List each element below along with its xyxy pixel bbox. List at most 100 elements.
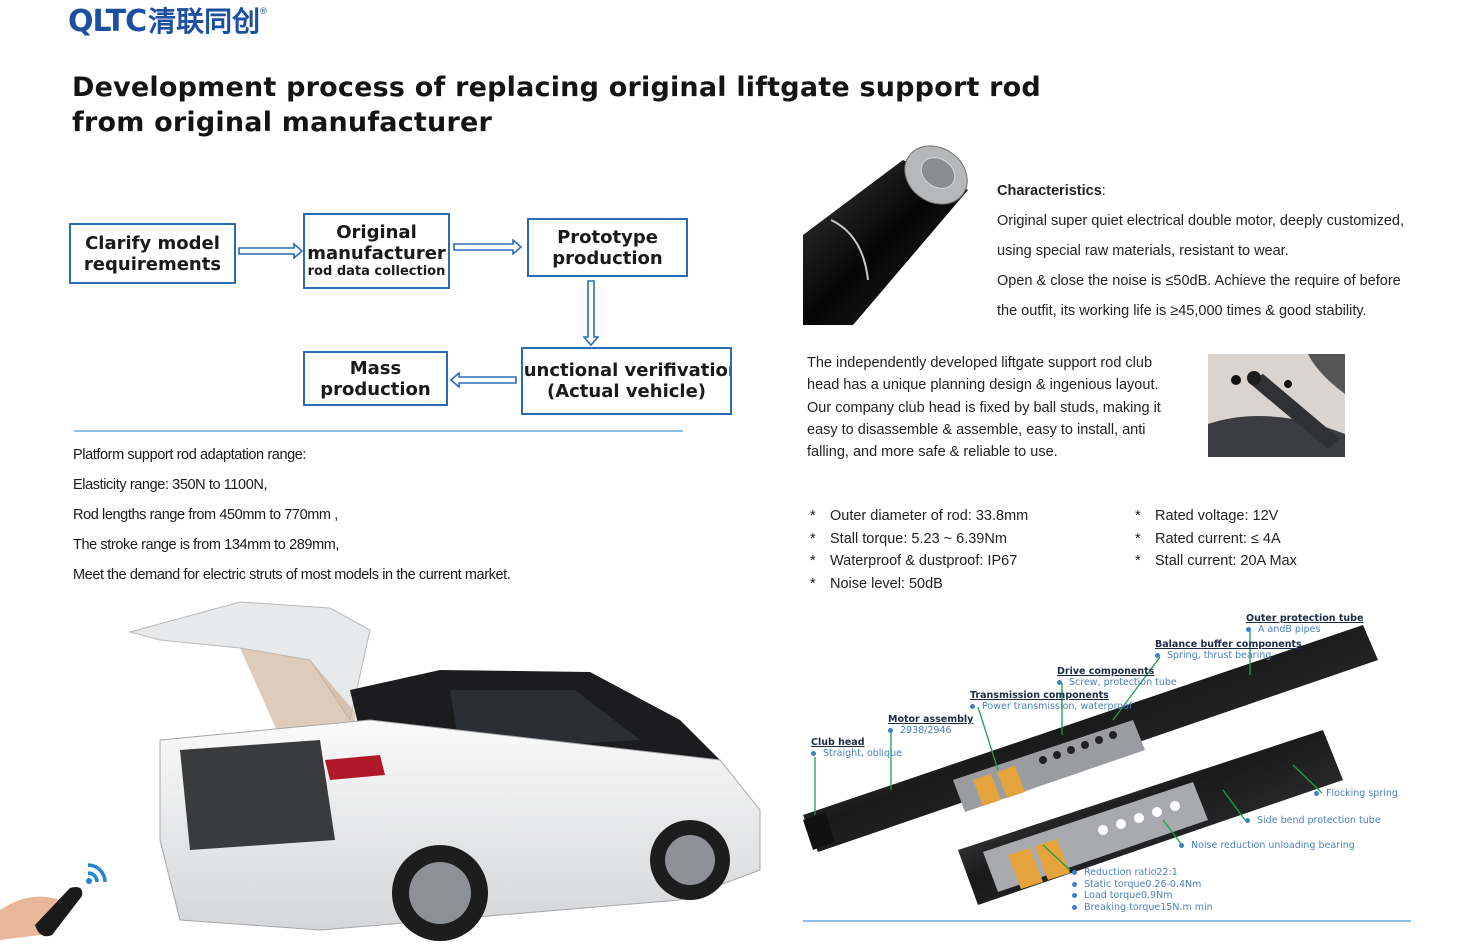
callout-detail: Straight, oblique [823,748,902,759]
gear-spec: Static torque0.26-0.4Nm [1084,878,1202,890]
divider [74,430,683,432]
spec-item: Noise level: 50dB [830,575,943,592]
step-title: Functional verifivation [521,360,732,381]
spec-item: Rated voltage: 12V [1155,508,1279,524]
hand-remote-key-image [0,887,83,940]
characteristics-line: the outfit, its working life is ≥45,000 … [997,303,1367,319]
gear-spec: Load torque0.9Nm [1084,890,1173,901]
colon: : [1101,183,1106,199]
characteristics-section: Characteristics: Original super quiet el… [997,182,1404,332]
callout-heading: Balance buffer components [1155,639,1302,650]
bullet-dot-icon [1072,881,1077,887]
step-title: Clarify model [85,232,220,254]
spec-item: Stall current: 20A Max [1155,553,1297,569]
label-side-bend-tube: Side bend protection tube [1245,815,1381,827]
club-head-installed-image [1208,354,1345,457]
callout-drive-components: Drive components Screw, protection tube [1057,666,1177,689]
spec-item: Outer diameter of rod: 33.8mm [830,508,1029,524]
bullet-dot-icon [811,751,816,756]
gear-spec: Breaking torque15N.m min [1084,901,1213,913]
flow-step-mass-production: Mass production [303,351,448,406]
callout-detail: Screw, protection tube [1069,677,1177,688]
gear-specs-list: Reduction ratio22:1 Static torque0.26-0.… [1072,867,1213,913]
specs-right: * Rated voltage: 12V * Rated current: ≤ 4A… [1135,505,1297,573]
spec-item: Waterproof & dustproof: IP67 [830,553,1018,569]
step-title: Original [336,222,417,243]
callout-club-head: Club head Straight, oblique [811,737,902,760]
flow-step-data-collection: Original manufacturer rod data collectio… [303,213,450,289]
step-title: Prototype [557,226,658,248]
step-subtitle: rod data collection [307,264,446,279]
flow-step-verification: Functional verifivation (Actual vehicle) [521,347,732,415]
callout-balance-buffer: Balance buffer components Spring, thrust… [1155,639,1302,662]
characteristics-line: Open & close the noise is ≤50dB. Achieve… [997,273,1401,289]
bullet: * [810,575,816,592]
characteristics-heading: Characteristics [997,183,1102,199]
bullet-dot-icon [1072,904,1077,910]
callout-heading: Transmission components [970,690,1109,701]
arrow-left-icon [449,372,517,388]
arrow-right-icon [453,239,523,255]
side-label: Side bend protection tube [1257,815,1381,826]
flow-step-clarify: Clarify model requirements [69,223,236,284]
bullet-dot-icon [1246,627,1251,632]
step-title: requirements [83,253,222,275]
bullet-dot-icon [1155,653,1160,658]
divider [803,920,1411,922]
spec-item: Rated current: ≤ 4A [1155,530,1281,547]
brand-chinese: 清联同创 [148,5,261,38]
page-title: Development process of replacing origina… [72,70,1041,140]
bullet: * [810,553,816,569]
platform-line: Elasticity range: 350N to 1100N, [73,477,268,493]
callout-heading: Club head [811,737,865,748]
platform-range-text: Platform support rod adaptation range: E… [73,446,511,596]
arrow-down-icon [583,280,599,347]
brand-logo: QLTC 清联同创 ® [68,4,267,40]
spec-item: Stall torque: 5.23 ~ 6.39Nm [830,530,1007,547]
characteristics-line: using special raw materials, resistant t… [997,243,1289,259]
callout-detail: Spring, thrust bearing [1167,650,1272,661]
characteristics-line: Original super quiet electrical double m… [997,213,1405,229]
callout-heading: Outer protection tube [1246,613,1364,624]
callout-heading: Drive components [1057,666,1155,677]
arrow-right-icon [238,243,304,259]
side-label: Flocking spring [1326,788,1398,799]
bullet: * [1135,508,1141,524]
wireless-signal-icon [86,863,107,884]
bullet: * [810,508,816,524]
bullet: * [1135,530,1141,547]
registered-mark: ® [260,6,267,16]
platform-line: Meet the demand for electric struts of m… [73,567,511,583]
bullet-dot-icon [970,704,975,709]
platform-line: Platform support rod adaptation range: [73,447,307,463]
label-flocking-spring: Flocking spring [1314,788,1398,800]
flow-step-prototype: Prototype production [527,218,688,277]
specs-left: * Outer diameter of rod: 33.8mm * Stall to… [810,505,1028,595]
gear-spec: Reduction ratio22:1 [1084,867,1178,878]
step-title: production [552,247,663,269]
callout-outer-protection-tube: Outer protection tube A andB pipes [1246,613,1363,636]
title-line-1: Development process of replacing origina… [72,72,1041,103]
callout-detail: 2938/2946 [900,725,952,736]
club-head-description: The independently developed liftgate sup… [807,355,1161,461]
bullet-dot-icon [888,728,893,733]
brand-latin: QLTC [68,4,147,39]
step-title: (Actual vehicle) [546,381,707,402]
platform-line: Rod lengths range from 450mm to 770mm , [73,507,338,523]
bullet-dot-icon [1072,870,1077,875]
step-title: Mass [349,357,402,379]
label-noise-reduction-bearing: Noise reduction unloading bearing [1179,840,1355,852]
bullet-dot-icon [1057,680,1062,685]
bullet-dot-icon [1314,791,1319,796]
bullet-dot-icon [1072,893,1077,898]
title-line-2: from original manufacturer [72,107,492,138]
bullet: * [1135,553,1141,569]
callout-detail: A andB pipes [1258,624,1321,635]
rod-closeup-image [803,145,968,325]
bullet: * [810,530,816,547]
step-title: production [320,378,431,400]
callout-motor-assembly: Motor assembly 2938/2946 [888,714,973,737]
rod-cutaway-diagram [803,625,1378,905]
step-title: manufacturer [307,243,446,264]
platform-line: The stroke range is from 134mm to 289mm, [73,537,340,553]
